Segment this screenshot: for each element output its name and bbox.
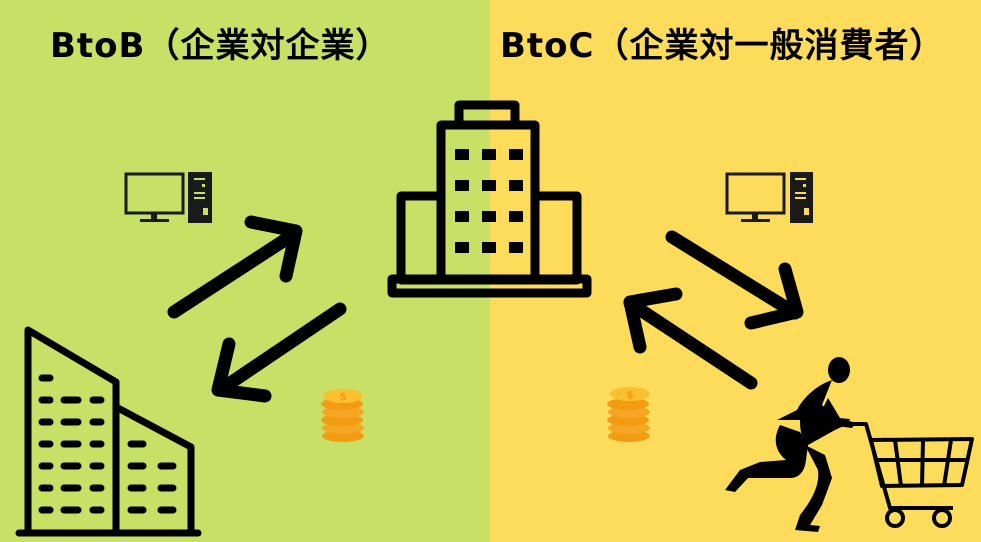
- arrow-down-left-icon: [211, 302, 347, 403]
- arrow-up-right-icon: [167, 215, 303, 319]
- btoc-title: BtoC（企業対一般消費者）: [500, 26, 945, 66]
- svg-text:$: $: [339, 390, 347, 403]
- shopper-with-cart-icon: [725, 357, 974, 532]
- desktop-computer-icon: [725, 172, 813, 223]
- office-buildings-icon: [15, 326, 202, 537]
- building-windows: [455, 149, 523, 253]
- btob-title: BtoB（企業対企業）: [50, 26, 391, 66]
- building-windows: [38, 374, 177, 514]
- arrow-up-left-icon: [623, 287, 758, 390]
- coin-stack-icon: $: [607, 387, 650, 442]
- desktop-computer-icon: [124, 172, 212, 223]
- arrow-down-right-icon: [665, 230, 802, 320]
- company-building-icon: [387, 100, 592, 298]
- svg-text:$: $: [626, 388, 634, 401]
- coin-stack-icon: $: [321, 389, 364, 442]
